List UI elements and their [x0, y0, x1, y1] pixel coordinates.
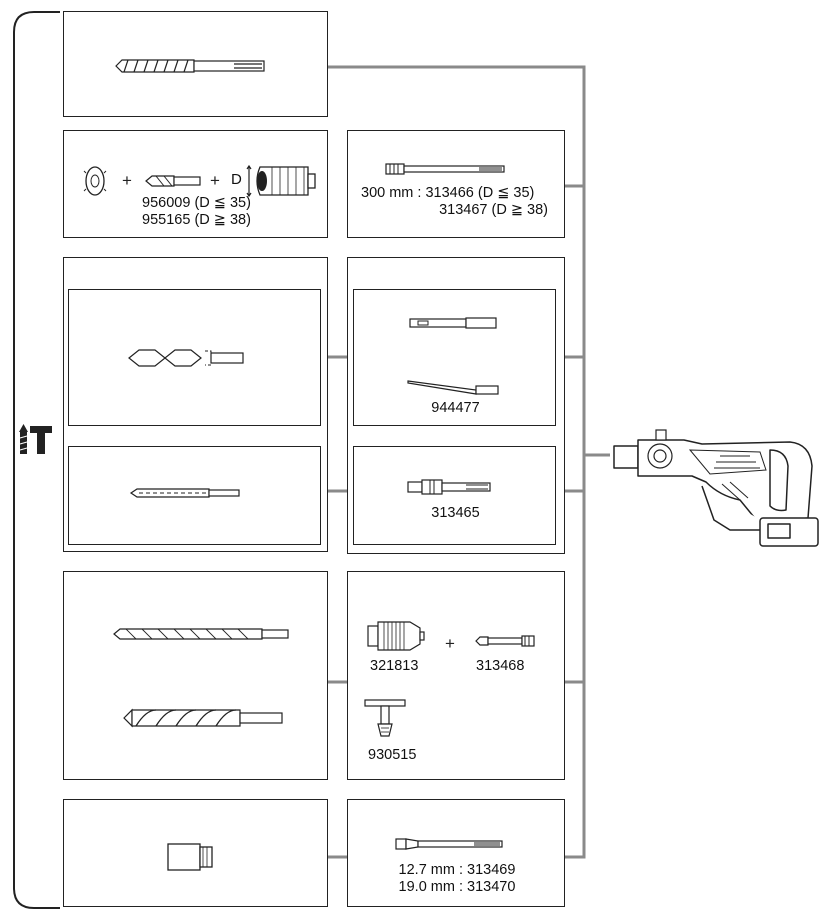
core-bit-icon: [246, 164, 316, 198]
adapter-code-2: 313467 (D ≧ 38): [439, 202, 548, 218]
adapter-code: 313468: [476, 658, 525, 674]
chuck-adapter-icon: [475, 635, 535, 647]
cross-bit-icon: [128, 349, 244, 367]
tapered-sleeve-icon: [407, 479, 491, 495]
long-drill-bit-box: [68, 446, 321, 545]
rotary-hammer-icon: [613, 429, 819, 547]
plus-symbol-3: +: [445, 634, 455, 653]
plus-symbol-2: +: [210, 171, 220, 190]
socket-box: [63, 799, 328, 907]
sds-plus-drill-bit-icon: [115, 59, 265, 73]
center-drill-icon: [145, 175, 201, 187]
wood-drill-bits-box: [63, 571, 328, 780]
chisel-code: 944477: [431, 400, 480, 416]
bull-point-chisel-icon: [409, 317, 497, 329]
socket-icon: [167, 843, 213, 871]
cross-drill-bit-box: [68, 289, 321, 426]
socket-adapter-code-1: 12.7 mm : 313469: [398, 862, 516, 878]
keyed-chuck-icon: [367, 621, 425, 651]
sleeve-code: 313465: [431, 505, 480, 521]
socket-adapter-code-2: 19.0 mm : 313470: [398, 879, 516, 895]
core-bit-code-2: 955165 (D ≧ 38): [142, 212, 251, 228]
diameter-label: D: [231, 171, 242, 188]
auger-bit-icon: [123, 708, 283, 728]
chisel-box: 944477: [353, 289, 556, 426]
long-bit-icon: [129, 488, 240, 498]
sds-drill-bit-box: [63, 11, 328, 117]
chuck-key-icon: [364, 699, 406, 737]
twist-drill-bit-icon: [113, 628, 289, 640]
core-adapter-box: 300 mm : 313466 (D ≦ 35) 313467 (D ≧ 38): [347, 130, 565, 238]
core-bit-code-1: 956009 (D ≦ 35): [142, 195, 251, 211]
chuck-key-code: 930515: [368, 747, 417, 763]
core-bit-adapter-icon: [385, 163, 505, 175]
socket-adapter-icon: [395, 838, 503, 850]
plus-symbol: +: [122, 171, 132, 190]
flat-chisel-icon: [407, 380, 499, 395]
adapter-length: 300 mm :: [361, 185, 426, 201]
core-bit-set-box: + + D 956009 (D ≦ 35) 955165 (D ≧ 38): [63, 130, 328, 238]
hammer-drill-mode-icon: [19, 424, 52, 454]
chuck-code: 321813: [370, 658, 419, 674]
socket-adapter-box: 12.7 mm : 313469 19.0 mm : 313470: [347, 799, 565, 907]
saw-disc-icon: [83, 166, 107, 196]
keyed-chuck-box: 321813 + 313468 930515: [347, 571, 565, 780]
sleeve-box: 313465: [353, 446, 556, 545]
adapter-code-1: 313466 (D ≦ 35): [425, 185, 535, 201]
